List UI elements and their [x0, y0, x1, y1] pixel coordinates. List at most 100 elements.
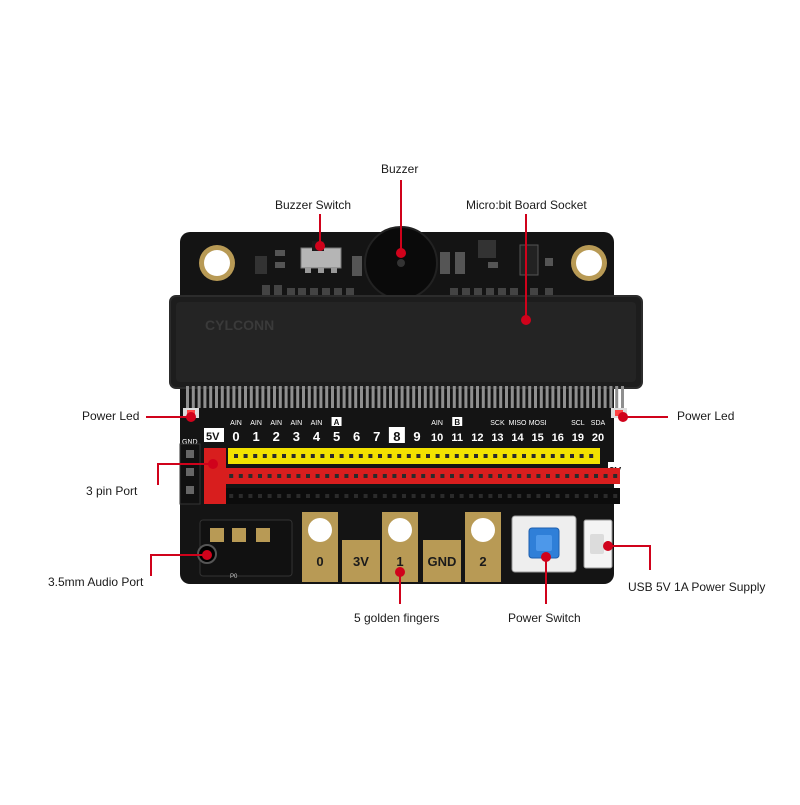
- socket-contact: [255, 386, 259, 408]
- socket-contact: [220, 386, 224, 408]
- socket-contact: [325, 386, 329, 408]
- pin-function-label: AIN: [311, 420, 323, 427]
- pin-number: 15: [532, 432, 544, 444]
- socket-contact: [261, 386, 265, 408]
- pin-function-label: SCL: [571, 420, 585, 427]
- golden-finger-label: 0: [316, 554, 323, 569]
- pin-number: 19: [572, 432, 584, 444]
- socket-contact: [557, 386, 561, 408]
- socket-contact: [412, 386, 416, 408]
- socket-contact: [406, 386, 410, 408]
- left-header-5v: 5V: [206, 431, 220, 443]
- pin-function-label: MISO: [509, 420, 527, 427]
- socket-brand: CYLCONN: [205, 317, 274, 333]
- socket-contact: [609, 386, 613, 408]
- pin-number: 14: [511, 432, 524, 444]
- socket-contact: [365, 386, 369, 408]
- callout-golden-fingers: 5 golden fingers: [354, 611, 440, 625]
- socket-contact: [307, 386, 311, 408]
- socket-contact: [197, 386, 201, 408]
- socket-contact: [348, 386, 352, 408]
- socket-contact: [302, 386, 305, 408]
- socket-contact: [586, 386, 590, 408]
- socket-contacts: [186, 386, 624, 408]
- socket-contact: [452, 386, 456, 408]
- socket-contact: [400, 386, 404, 408]
- golden-finger: 1: [382, 512, 418, 582]
- golden-finger: GND: [423, 540, 461, 582]
- callout-buzzer-switch: Buzzer Switch: [275, 198, 352, 212]
- socket-contact: [545, 386, 549, 408]
- socket-contact: [568, 386, 572, 408]
- socket-contact: [603, 386, 607, 408]
- socket-contact: [528, 386, 532, 408]
- socket-contact: [539, 386, 543, 408]
- socket-contact: [551, 386, 555, 408]
- pin-number: 12: [471, 432, 483, 444]
- pin-number: 11: [451, 432, 463, 444]
- socket-contact: [499, 386, 503, 408]
- mount-hole-left: [199, 245, 235, 281]
- socket-contact: [203, 386, 207, 408]
- socket-contact: [574, 386, 578, 408]
- socket-contact: [615, 386, 619, 408]
- socket-contact: [563, 386, 566, 408]
- socket-contact: [284, 386, 288, 408]
- socket-contact: [522, 386, 526, 408]
- callout-power-switch: Power Switch: [508, 611, 581, 625]
- socket-contact: [267, 386, 271, 408]
- header-row: [228, 448, 600, 464]
- left-header-gnd: GND: [182, 439, 198, 446]
- audio-label: P0: [230, 574, 238, 580]
- socket-contact: [360, 386, 363, 408]
- socket-contact: [487, 386, 491, 408]
- socket-contact: [423, 386, 427, 408]
- socket-contact: [470, 386, 474, 408]
- three-pin-port: [179, 443, 201, 505]
- golden-finger-label: 2: [479, 554, 486, 569]
- socket-contact: [191, 386, 195, 408]
- golden-finger-label: 3V: [353, 554, 369, 569]
- pin-number: 3: [293, 429, 300, 444]
- pin-number: 4: [313, 429, 321, 444]
- callout-usb: USB 5V 1A Power Supply: [628, 580, 766, 594]
- socket-contact: [313, 386, 317, 408]
- socket-contact: [354, 386, 358, 408]
- socket-contact: [226, 386, 230, 408]
- socket-contact: [493, 386, 497, 408]
- power-led-right: [611, 408, 627, 418]
- leader-dots: [186, 241, 628, 577]
- callout-power-led-right: Power Led: [677, 409, 735, 423]
- pin-function-label: MOSI: [529, 420, 547, 427]
- socket-contact: [273, 386, 276, 408]
- socket-contact: [505, 386, 508, 408]
- callout-power-led-left: Power Led: [82, 409, 140, 423]
- socket-contact: [418, 386, 421, 408]
- golden-finger: 0: [302, 512, 338, 582]
- pin-function-label: AIN: [270, 420, 282, 427]
- socket-contact: [377, 386, 381, 408]
- pin-number: 5: [333, 429, 340, 444]
- callout-socket: Micro:bit Board Socket: [466, 198, 587, 212]
- socket-contact: [296, 386, 300, 408]
- mount-hole-right: [571, 245, 607, 281]
- socket-contact: [476, 386, 479, 408]
- socket-contact: [429, 386, 433, 408]
- socket-contact: [290, 386, 294, 408]
- pin-headers: [204, 448, 620, 504]
- socket-contact: [481, 386, 485, 408]
- socket-contact: [215, 386, 218, 408]
- socket-contact: [336, 386, 340, 408]
- socket-contact: [592, 386, 595, 408]
- socket-contact: [244, 386, 247, 408]
- socket-contact: [597, 386, 601, 408]
- pin-function-label: SCK: [490, 420, 505, 427]
- pin-function-label: AIN: [250, 420, 262, 427]
- golden-finger: 2: [465, 512, 501, 582]
- callout-audio-port: 3.5mm Audio Port: [48, 575, 144, 589]
- pin-number: 2: [273, 429, 280, 444]
- smd-components-left: [255, 250, 362, 300]
- socket-contact: [389, 386, 392, 408]
